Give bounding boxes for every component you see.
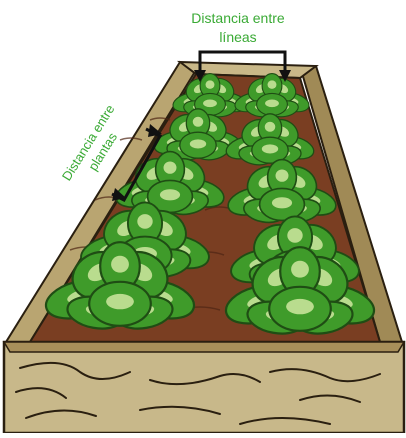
leaf-highlight bbox=[137, 214, 152, 229]
leaf-highlight bbox=[160, 189, 180, 200]
row-spacing-label-line2: líneas bbox=[219, 29, 256, 45]
leaf-highlight bbox=[190, 139, 206, 148]
leaf-highlight bbox=[268, 80, 277, 88]
leaf-highlight bbox=[287, 228, 302, 243]
row-spacing-label-line1: Distancia entre bbox=[191, 10, 285, 26]
leaf-highlight bbox=[286, 299, 314, 314]
leaf-highlight bbox=[262, 144, 278, 153]
leaf-highlight bbox=[265, 122, 276, 132]
leaf-highlight bbox=[106, 294, 134, 309]
leaf-highlight bbox=[193, 117, 204, 127]
leaf-highlight bbox=[291, 261, 309, 278]
leaf-highlight bbox=[272, 197, 292, 208]
leaf-highlight bbox=[203, 99, 217, 107]
leaf-highlight bbox=[111, 256, 129, 273]
leaf-highlight bbox=[276, 169, 289, 181]
leaf-highlight bbox=[265, 99, 279, 107]
leaf-highlight bbox=[206, 80, 215, 88]
leaf-highlight bbox=[164, 161, 177, 173]
